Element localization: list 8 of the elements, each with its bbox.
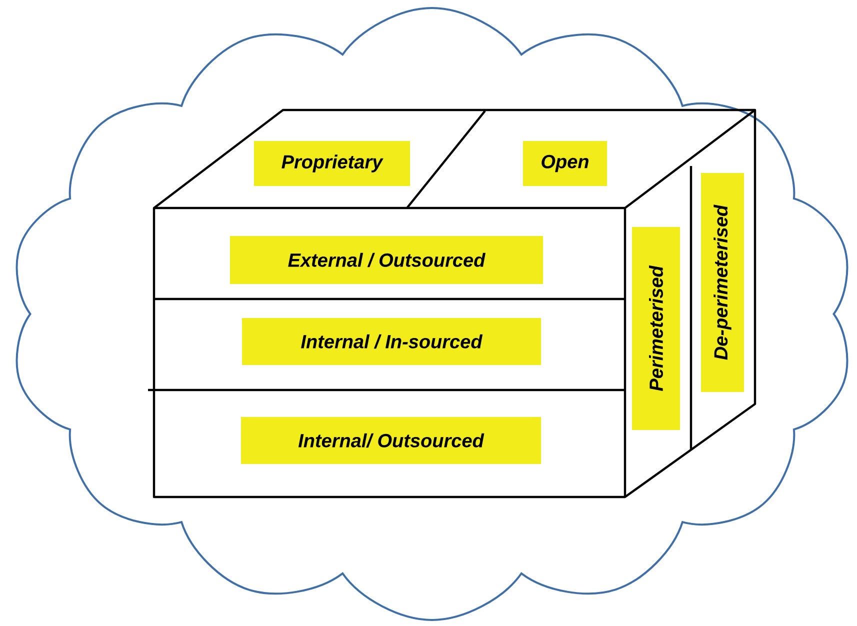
highlighted-label: Internal / In-sourced: [242, 318, 541, 365]
highlighted-label: Internal/ Outsourced: [241, 417, 541, 464]
highlighted-label: Perimeterised: [632, 227, 680, 430]
highlighted-label: De-perimeterised: [701, 173, 744, 392]
highlighted-label: External / Outsourced: [230, 236, 543, 284]
highlighted-label: Open: [523, 141, 607, 186]
highlighted-label: Proprietary: [254, 141, 410, 186]
cloud-shape: [16, 7, 848, 621]
